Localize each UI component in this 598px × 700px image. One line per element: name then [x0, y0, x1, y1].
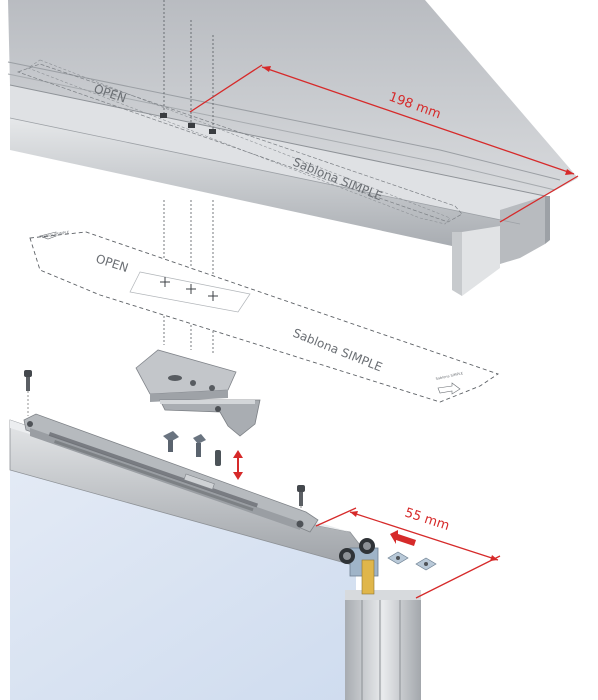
mounting-bracket [135, 349, 261, 437]
screw-left [24, 370, 32, 416]
bracket-screw-2 [193, 434, 206, 457]
rail-screw-holes [160, 113, 216, 134]
template-tip-right-label: Sablona SIMPLE [435, 371, 463, 381]
top-rail [7, 0, 578, 296]
carriage-slots [48, 432, 259, 512]
bracket-screw-1 [163, 431, 179, 452]
spacer-washers [387, 551, 437, 571]
dimension-55-label: 55 mm [403, 506, 451, 534]
adjustment-pin [215, 450, 221, 466]
drill-guide-lines [163, 0, 214, 355]
glass-panel [10, 470, 356, 700]
slide-direction-arrow [390, 530, 416, 546]
screw-right [297, 485, 305, 520]
roller-carriage [23, 413, 319, 533]
corner-post [345, 590, 421, 700]
height-adjust-arrow [233, 450, 243, 480]
paper-template: OPEN Sablona SIMPLE Sablona SIMPLE Sablo… [29, 230, 500, 403]
wheel-assembly [339, 538, 379, 595]
template-tip-left-label: Sablona SIMPLE [41, 230, 69, 239]
